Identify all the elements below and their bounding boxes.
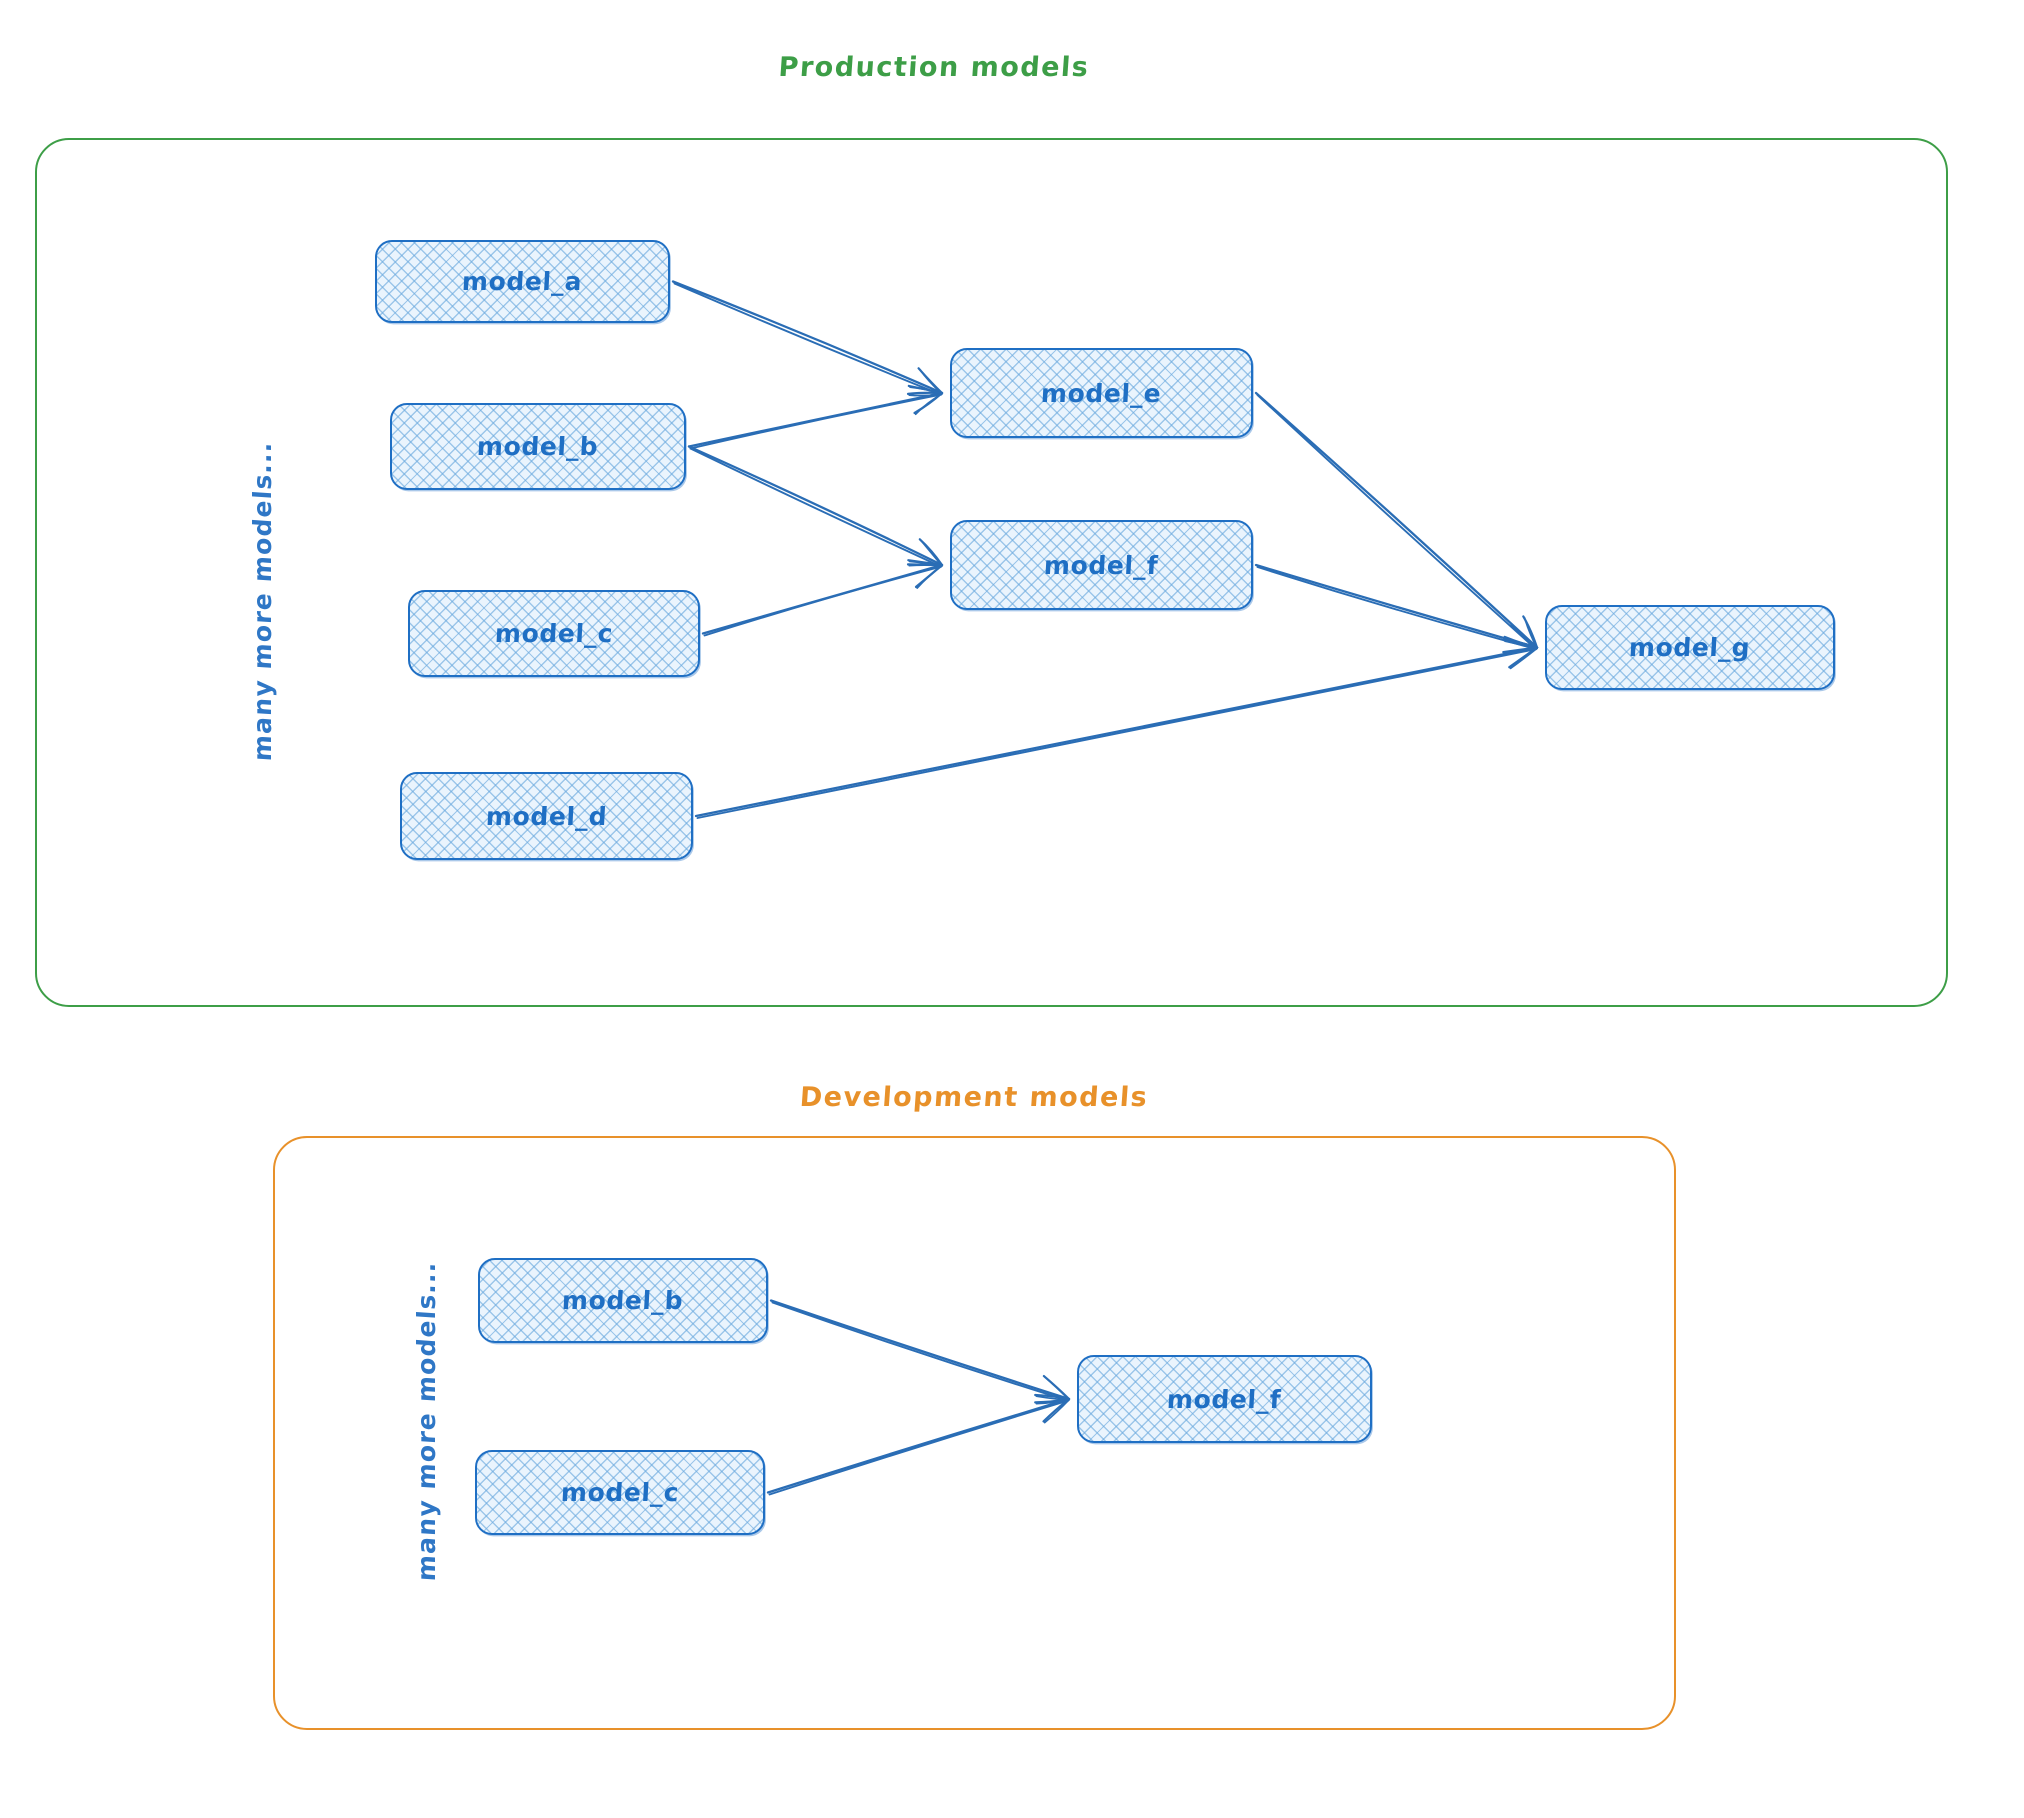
group-title-development: Development models [798, 1082, 1150, 1113]
side-note-production: many more models... [248, 440, 277, 763]
node-prod_model_c[interactable]: model_c [408, 590, 700, 677]
node-prod_model_f[interactable]: model_f [950, 520, 1253, 610]
node-prod_model_d[interactable]: model_d [400, 772, 693, 860]
node-prod_model_b[interactable]: model_b [390, 403, 686, 490]
group-container-production [35, 138, 1948, 1007]
group-title-production: Production models [777, 52, 1091, 83]
node-dev_model_f[interactable]: model_f [1077, 1355, 1372, 1443]
group-container-development [273, 1136, 1676, 1730]
side-note-development: many more models... [412, 1260, 441, 1583]
node-prod_model_e[interactable]: model_e [950, 348, 1253, 438]
node-prod_model_g[interactable]: model_g [1545, 605, 1835, 690]
node-dev_model_b[interactable]: model_b [478, 1258, 768, 1343]
node-prod_model_a[interactable]: model_a [375, 240, 670, 323]
node-dev_model_c[interactable]: model_c [475, 1450, 765, 1535]
